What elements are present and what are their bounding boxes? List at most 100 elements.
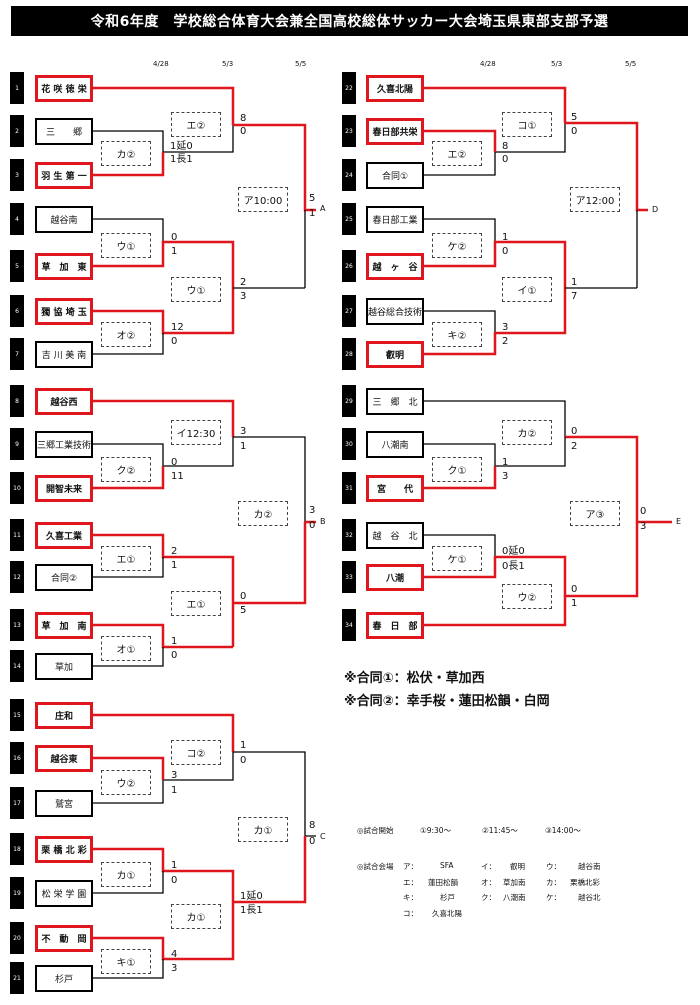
winner-line bbox=[424, 240, 567, 288]
venue-name: 草加南 bbox=[503, 878, 526, 887]
score-label: 8 bbox=[240, 113, 247, 124]
seed-number: 22 bbox=[342, 72, 356, 104]
date-round3-right: 5/5 bbox=[625, 60, 637, 68]
bracket-line bbox=[424, 218, 496, 242]
venue-slot: ウ① bbox=[101, 233, 151, 258]
score-label: 1 bbox=[171, 860, 178, 871]
score-label: 1 bbox=[571, 277, 578, 288]
venue-slot: ウ① bbox=[171, 277, 221, 302]
venue-slot: イ12:30 bbox=[171, 420, 221, 445]
team-box: 八潮 bbox=[366, 564, 424, 591]
score-label: 0 bbox=[240, 591, 247, 602]
score-label: 1 bbox=[171, 560, 178, 571]
score-label: 0 bbox=[309, 520, 316, 531]
score-label: 0 bbox=[240, 755, 247, 766]
team-box: 越谷東 bbox=[35, 745, 93, 772]
bracket-line bbox=[424, 310, 496, 333]
score-label: 0 bbox=[502, 246, 509, 257]
score-label: 0長1 bbox=[502, 561, 525, 572]
note-joint-team-1: ※合同①：松伏・草加西 bbox=[344, 671, 485, 686]
team-box: 宮 代 bbox=[366, 475, 424, 502]
score-label: 3 bbox=[502, 322, 509, 333]
seed-number: 10 bbox=[10, 472, 24, 504]
seed-number: 12 bbox=[10, 561, 24, 593]
date-round3-left: 5/5 bbox=[295, 60, 307, 68]
score-label: 1延0 bbox=[170, 141, 193, 152]
score-label: 3 bbox=[240, 291, 247, 302]
seed-number: 25 bbox=[342, 203, 356, 235]
seed-number: 29 bbox=[342, 385, 356, 417]
schedule-time-1: ①9:30～ bbox=[420, 826, 452, 835]
team-box: 三郷工業技術 bbox=[35, 431, 93, 458]
score-label: 1 bbox=[240, 740, 247, 751]
score-label: 0 bbox=[240, 126, 247, 137]
venue-slot: カ② bbox=[238, 501, 288, 526]
seed-number: 32 bbox=[342, 519, 356, 551]
venue-slot: ク① bbox=[432, 457, 482, 482]
venue-name: 栗橋北彩 bbox=[570, 878, 600, 887]
team-box: 越谷南 bbox=[35, 206, 93, 233]
team-box: 春 日 部 bbox=[366, 612, 424, 639]
score-label: 2 bbox=[571, 441, 578, 452]
date-round1-left: 4/28 bbox=[153, 60, 169, 68]
score-label: 3 bbox=[171, 963, 178, 974]
venue-slot: エ② bbox=[432, 141, 482, 166]
winner-line bbox=[93, 86, 235, 125]
team-box: 杉戸 bbox=[35, 965, 93, 992]
bracket-line bbox=[93, 443, 164, 466]
seed-number: 33 bbox=[342, 561, 356, 593]
score-label: 0 bbox=[640, 506, 647, 517]
venue-name: SFA bbox=[440, 861, 454, 870]
bracket-line bbox=[93, 871, 164, 894]
winner-line bbox=[424, 86, 567, 123]
winner-line bbox=[93, 756, 165, 780]
venue-slot: カ① bbox=[101, 862, 151, 887]
venue-slot: エ① bbox=[171, 591, 221, 616]
winner-line bbox=[93, 713, 235, 752]
venue-code: キ： bbox=[403, 893, 418, 902]
score-label: 0 bbox=[171, 336, 178, 347]
bracket-line bbox=[495, 437, 566, 467]
venue-name: 八潮南 bbox=[503, 893, 526, 902]
venue-slot: ア10:00 bbox=[238, 187, 288, 212]
date-round2-left: 5/3 bbox=[222, 60, 234, 68]
bracket-line bbox=[424, 400, 566, 437]
seed-number: 7 bbox=[10, 338, 24, 370]
score-label: 2 bbox=[240, 277, 247, 288]
team-box: 合同① bbox=[366, 162, 424, 189]
bracket-line bbox=[424, 443, 496, 466]
schedule-label: ◎試合開始 bbox=[357, 826, 394, 835]
bracket-line bbox=[495, 123, 566, 153]
team-box: 松 栄 学 園 bbox=[35, 880, 93, 907]
score-label: 3 bbox=[240, 426, 247, 437]
block-c-label: C bbox=[320, 832, 326, 841]
score-label: 5 bbox=[571, 112, 578, 123]
seed-number: 6 bbox=[10, 295, 24, 327]
venue-slot: オ② bbox=[101, 322, 151, 347]
team-box: 合同② bbox=[35, 564, 93, 591]
team-box: 吉 川 美 南 bbox=[35, 341, 93, 368]
seed-number: 28 bbox=[342, 338, 356, 370]
score-label: 0 bbox=[502, 154, 509, 165]
bracket-line bbox=[424, 152, 496, 176]
venue-slot: エ① bbox=[101, 546, 151, 571]
winner-line bbox=[424, 522, 639, 627]
bracket-line bbox=[233, 436, 306, 522]
seed-number: 17 bbox=[10, 787, 24, 819]
team-box: 越谷西 bbox=[35, 388, 93, 415]
score-label: 8 bbox=[502, 141, 509, 152]
venue-code: コ： bbox=[403, 909, 418, 918]
score-label: 0 bbox=[171, 232, 178, 243]
team-box: 越 ヶ 谷 bbox=[366, 253, 424, 280]
score-label: 1延0 bbox=[240, 891, 263, 902]
team-box: 久喜北陽 bbox=[366, 75, 424, 102]
bracket-line bbox=[163, 752, 234, 781]
seed-number: 1 bbox=[10, 72, 24, 104]
score-label: 1 bbox=[171, 785, 178, 796]
bracket-line bbox=[233, 751, 316, 837]
seed-number: 9 bbox=[10, 428, 24, 460]
venue-slot: ア12:00 bbox=[570, 187, 620, 212]
winner-line bbox=[233, 123, 316, 212]
bracket-line bbox=[163, 437, 234, 467]
